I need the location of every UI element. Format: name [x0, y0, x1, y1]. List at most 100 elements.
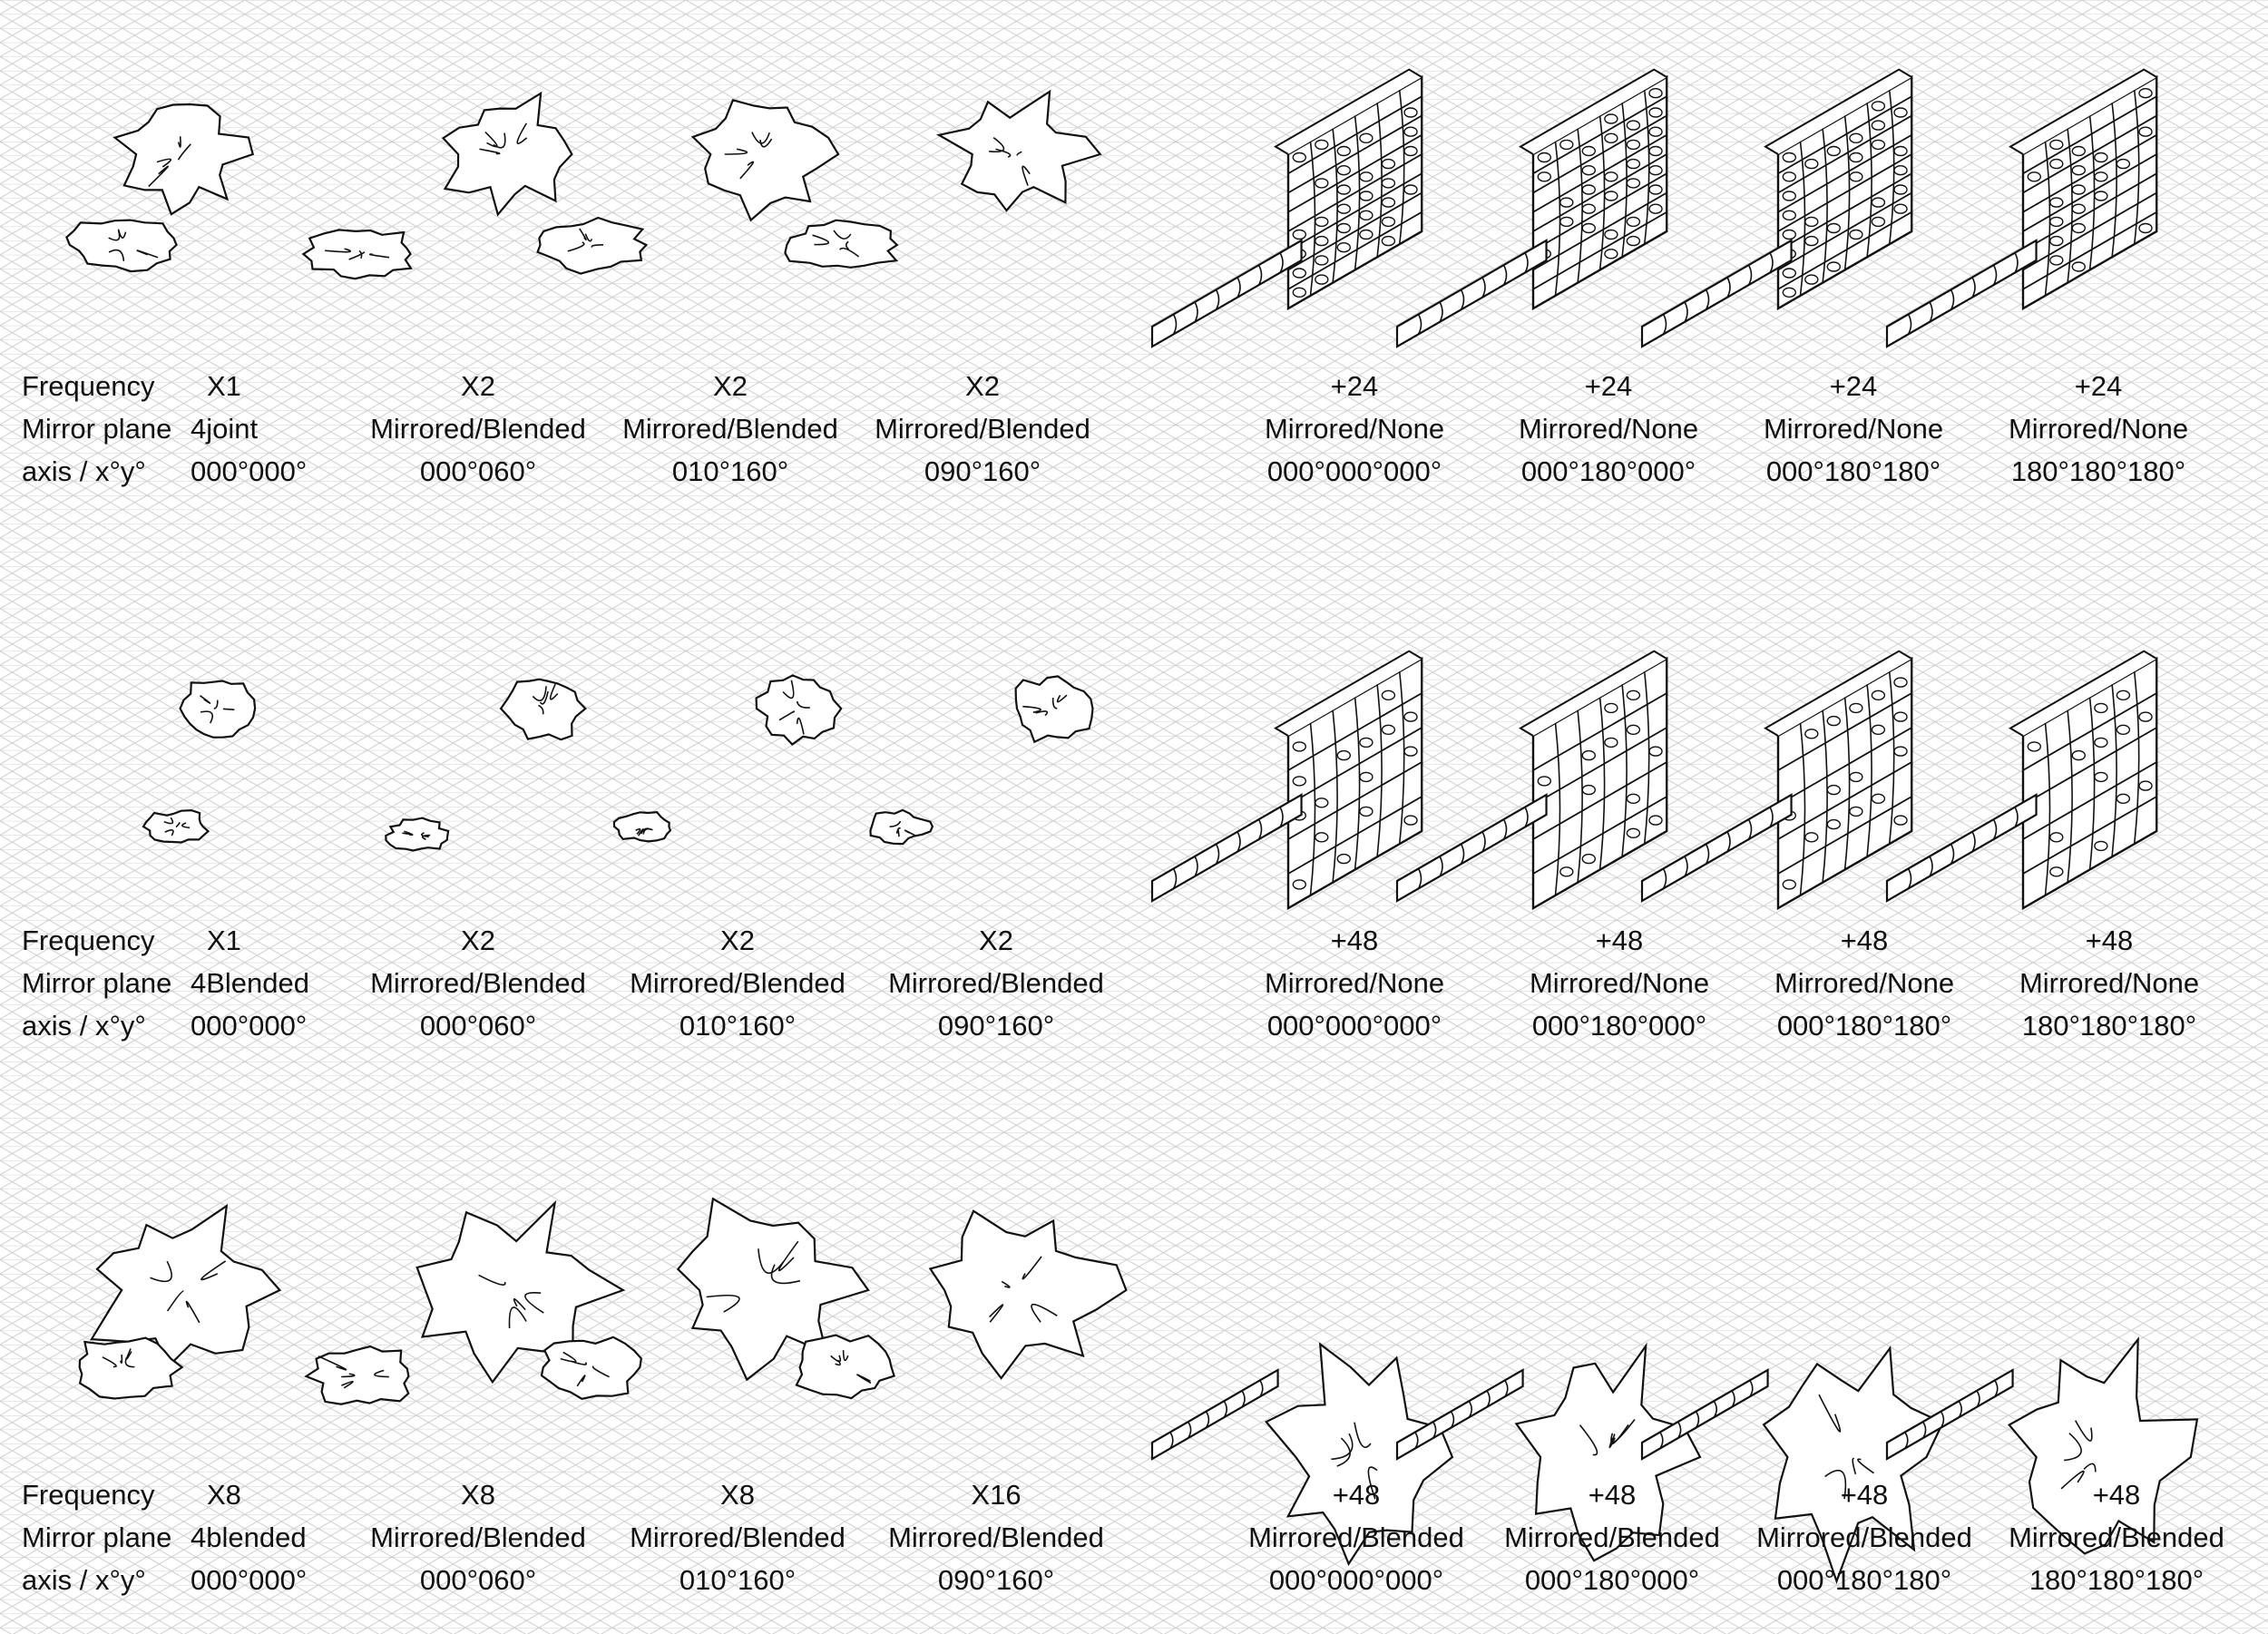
module-flat-r1-l2-detail — [368, 253, 390, 259]
strip-r2-r1-cell — [1194, 856, 1198, 877]
module-3d-r2-l1 — [179, 680, 257, 739]
panel-r2-r4-void — [2094, 771, 2108, 783]
axis-value: 000°000° — [191, 455, 308, 487]
strip-r2-r1-cell — [1215, 843, 1220, 865]
panel-r2-r1-void — [1292, 741, 1307, 752]
caption-r2-l2: X2 Mirrored/Blended 000°060° — [356, 919, 601, 1047]
panel-r1-r2-row — [1532, 172, 1667, 252]
strip-r2-r3-cell — [1747, 818, 1753, 840]
panel-r2-r3-void — [1804, 729, 1819, 739]
caption-r3-l4: X16 Mirrored/Blended 090°160° — [874, 1473, 1119, 1601]
panel-r2-r2-row — [1532, 796, 1667, 875]
module-3d-r1-l4-detail — [1022, 165, 1031, 186]
panel-r2-r3-col — [1888, 671, 1895, 845]
panel-r1-r1-col — [1398, 90, 1405, 245]
panel-r1-r4-col — [2111, 103, 2117, 258]
panel-r3-r1-detail — [1367, 1466, 1378, 1500]
module-flat-r1-l1 — [65, 219, 178, 273]
panel-r1-r1-void — [1336, 222, 1352, 234]
axis-value: 010°160° — [679, 1564, 797, 1596]
panel-r2-r2-col — [1554, 722, 1561, 895]
panel-r1-r4-void — [2094, 171, 2108, 182]
panel-r1-r2-top — [1519, 68, 1667, 155]
frequency-value: +48 — [2092, 1479, 2141, 1511]
caption-r2-r2: +48 Mirrored/None 000°180°000° — [1506, 919, 1733, 1047]
panel-r1-r2-row — [1532, 133, 1667, 213]
module-flat-r2-l1-detail — [175, 822, 181, 828]
axis-value: 000°060° — [419, 1010, 537, 1042]
frequency-value: +24 — [1829, 370, 1878, 402]
panel-r1-r2-void — [1581, 184, 1597, 195]
panel-r1-r1-void — [1381, 197, 1396, 208]
strip-r3-r3-cell — [1695, 1411, 1700, 1429]
panel-r2-r2-void — [1626, 724, 1641, 735]
panel-r1-r1-void — [1359, 210, 1374, 221]
module-3d-r1-l4-detail — [989, 137, 1005, 153]
axis-value: 000°000° — [191, 1564, 308, 1596]
strip-r3-r3-cell — [1731, 1390, 1735, 1408]
module-flat-r3-l2-detail — [318, 1355, 347, 1371]
panel-r2-r4-void — [2116, 724, 2131, 735]
strip-r1-r3-cell — [1747, 264, 1753, 286]
panel-r1-r2-void — [1559, 216, 1574, 228]
panel-r1-r1-void — [1359, 132, 1374, 144]
mirror-value: Mirrored/None — [1529, 967, 1710, 999]
panel-r3-r4-detail — [2074, 1420, 2093, 1442]
caption-r2-r4: +48 Mirrored/None 180°180°180° — [1996, 919, 2223, 1047]
mirror-value: Mirrored/None — [1264, 413, 1445, 445]
panel-r2-r1-void — [1403, 815, 1418, 826]
study-r1-r1 — [1150, 68, 1423, 348]
axis-value: 000°000°000° — [1266, 1010, 1442, 1042]
panel-r1-r2-void — [1604, 171, 1618, 182]
mirror-plane-label: Mirror plane — [22, 1521, 172, 1553]
axis-value: 000°000° — [191, 1010, 308, 1042]
strip-r2-r1-cell — [1237, 831, 1241, 853]
mirror-value: 4blended — [191, 1521, 307, 1553]
panel-r2-r3-void — [1893, 815, 1908, 826]
mirror-value: Mirrored/Blended — [1248, 1521, 1464, 1553]
panel-r1-r2-row — [1532, 153, 1667, 232]
axis-value: 010°160° — [679, 1010, 797, 1042]
panel-r1-r2-col — [1598, 115, 1606, 270]
panel-r3-r4-detail — [2064, 1433, 2082, 1462]
panel-r2-r3-void — [1871, 793, 1886, 804]
panel-r2-r1-void — [1315, 797, 1329, 808]
panel-r1-r4-void — [2049, 255, 2064, 266]
module-3d-r1-l2-detail — [516, 122, 528, 144]
study-r3-l4 — [795, 1209, 1128, 1400]
module-3d-r3-l1 — [90, 1203, 282, 1368]
panel-r3-r2-detail — [1579, 1424, 1598, 1456]
caption-r3-l3: X8 Mirrored/Blended 010°160° — [615, 1473, 860, 1601]
strip-r2-r4-cell — [1971, 831, 1976, 853]
panel-r1-r2-void — [1581, 222, 1597, 234]
strip-r1-r1-cell — [1279, 252, 1284, 273]
panel-r2-r3-row — [1777, 692, 1912, 771]
panel-r1-r4-row — [2022, 191, 2157, 271]
module-flat-r3-l3-detail — [591, 1365, 610, 1378]
panel-r2-r4-top — [2009, 650, 2157, 737]
strip-r1-r2-cell — [1439, 301, 1443, 323]
panel-r1-r2-void — [1626, 158, 1641, 170]
caption-r3-l1: X8 4blended 000°000° — [191, 1473, 345, 1601]
panel-r2-r4-col — [2088, 697, 2096, 870]
strip-r3-r3-cell — [1749, 1379, 1754, 1397]
panel-r2-r3-row — [1777, 796, 1912, 875]
study-r2-r4 — [1885, 650, 2158, 911]
frequency-value: X1 — [207, 925, 241, 956]
panel-r1-r3-void — [1804, 158, 1819, 170]
panel-r2-r3-void — [1893, 746, 1908, 757]
module-flat-r1-l4-detail — [833, 230, 852, 240]
panel-r1-r3-void — [1782, 229, 1797, 240]
strip-r2-r4-cell — [1950, 843, 1955, 865]
frequency-value: X2 — [461, 925, 495, 956]
module-3d-r2-l2-detail — [532, 686, 547, 702]
module-3d-r2-l3-detail — [778, 710, 796, 721]
panel-r1-r2-void — [1626, 139, 1641, 151]
module-flat-r3-l4-detail — [856, 1374, 872, 1384]
panel-r1-r1-row — [1287, 114, 1422, 194]
mirror-value: Mirrored/None — [1518, 413, 1699, 445]
panel-r1-r3-col — [1843, 115, 1851, 270]
strip-r1-r2-cell — [1460, 289, 1465, 310]
axis-value: 000°180°000° — [1531, 1010, 1707, 1042]
strip-r2-r4-cell — [1992, 818, 1998, 840]
